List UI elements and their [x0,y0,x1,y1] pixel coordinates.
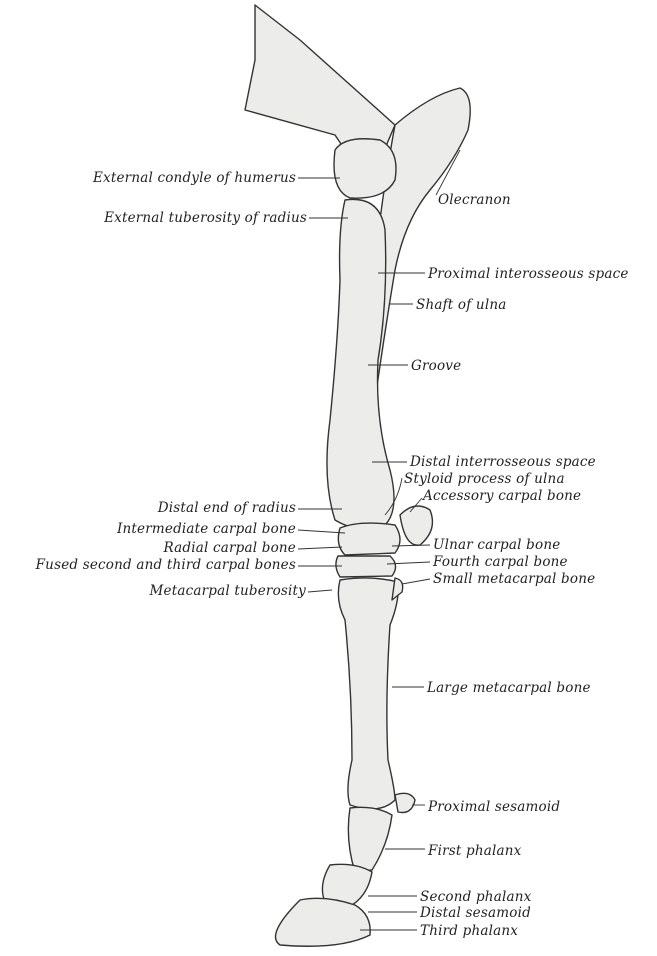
leader-lines [297,149,461,931]
label-external-condyle-of-humerus: External condyle of humerus [92,170,296,186]
label-distal-interrosseous-space: Distal interrosseous space [410,454,596,470]
humerus-condyle [333,138,397,199]
label-distal-end-of-radius: Distal end of radius [157,500,296,516]
second-phalanx [321,863,373,906]
label-metacarpal-tuberosity: Metacarpal tuberosity [149,583,306,599]
label-radial-carpal-bone: Radial carpal bone [163,540,296,556]
label-small-metacarpal-bone: Small metacarpal bone [433,571,596,587]
label-distal-sesamoid: Distal sesamoid [420,905,531,921]
label-large-metacarpal-bone: Large metacarpal bone [427,680,591,696]
label-olecranon: Olecranon [438,192,511,208]
label-third-phalanx: Third phalanx [420,923,519,939]
accessory-carpal [399,505,434,546]
proximal-sesamoid [394,792,416,814]
label-intermediate-carpal-bone: Intermediate carpal bone [116,521,296,537]
large-metacarpal [337,577,400,810]
humerus [244,4,396,161]
label-external-tuberosity-of-radius: External tuberosity of radius [104,210,307,226]
label-first-phalanx: First phalanx [428,843,522,859]
third-phalanx [274,897,371,947]
first-phalanx [347,806,393,873]
label-shaft-of-ulna: Shaft of ulna [416,297,507,313]
carpal-row-2 [335,555,397,578]
label-groove: Groove [411,358,462,374]
label-proximal-interosseous-space: Proximal interosseous space [428,266,629,282]
carpal-row-1 [337,522,401,556]
label-fourth-carpal-bone: Fourth carpal bone [433,554,568,570]
label-proximal-sesamoid: Proximal sesamoid [428,799,561,815]
label-styloid-process-of-ulna: Styloid process of ulna [404,471,565,487]
label-ulnar-carpal-bone: Ulnar carpal bone [433,537,561,553]
label-fused-second-third-carpal-bones: Fused second and third carpal bones [35,557,296,573]
label-accessory-carpal-bone: Accessory carpal bone [423,488,582,504]
radius [326,198,395,530]
label-second-phalanx: Second phalanx [420,889,532,905]
small-metacarpal [391,577,404,601]
